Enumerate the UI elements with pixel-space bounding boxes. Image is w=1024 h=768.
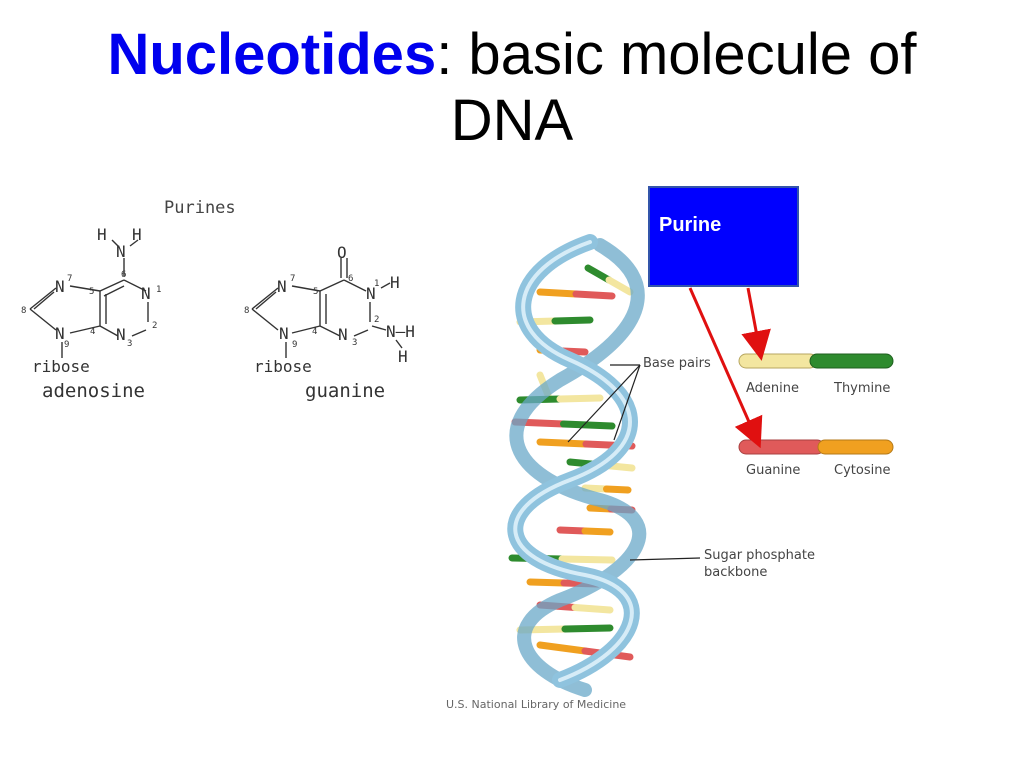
base-pair-rung (536, 641, 589, 655)
base-pair-rung (584, 264, 613, 284)
helix-strand-front-highlight (513, 240, 634, 682)
base-pair-rung (556, 394, 604, 403)
arrow-to-adenine (741, 287, 771, 361)
position-number: 4 (90, 327, 95, 337)
base-pair-rung (603, 485, 632, 494)
position-number: 9 (64, 340, 69, 350)
position-number: 7 (67, 274, 72, 284)
position-number: 1 (374, 279, 379, 289)
adenosine-atoms: H H N N N N N 6 7 5 1 8 4 2 3 9 ribose (21, 225, 161, 376)
dna-helix-illustration (507, 234, 894, 697)
cytosine-label: Cytosine (834, 463, 891, 478)
image-credit: U.S. National Library of Medicine (446, 698, 627, 711)
atom-n: N (366, 284, 376, 303)
base-pair-rung (556, 526, 589, 535)
atom-n: N (116, 325, 126, 344)
atom-n: N (55, 277, 65, 296)
position-number: 6 (121, 270, 126, 280)
guanine-caption: guanine (305, 380, 386, 402)
base-pair-rung (536, 438, 590, 448)
title-rest: : basic molecule of (436, 22, 917, 87)
arrow-to-guanine (688, 287, 763, 449)
atom-h: H (132, 225, 142, 244)
adenosine-caption: adenosine (42, 380, 145, 402)
thymine-bar (809, 353, 894, 369)
title-keyword: Nucleotides (107, 22, 437, 87)
position-number: 8 (244, 306, 249, 316)
title-line-2: DNA (450, 88, 574, 153)
base-pair-rung (572, 290, 616, 300)
atom-n: N (116, 242, 126, 261)
position-number: 7 (290, 274, 295, 284)
purine-callout-label: Purine (659, 214, 722, 236)
guanine-bonds (251, 258, 403, 358)
base-pair-rung (560, 420, 616, 430)
atom-h: H (97, 225, 107, 244)
guanine-atoms: O N N H N N N–H H 6 7 5 1 8 2 4 3 9 ribo… (244, 243, 415, 376)
base-pair-rung (571, 604, 614, 614)
adenine-bar (738, 353, 818, 369)
position-number: 5 (313, 287, 318, 297)
base-pair-rung (526, 578, 568, 587)
slide-title: Nucleotides: basic molecule of DNA (0, 22, 1024, 154)
sugar-label: ribose (32, 357, 90, 376)
legend-guanine-cytosine (738, 439, 894, 455)
position-number: 4 (312, 327, 317, 337)
atom-n: N (277, 277, 287, 296)
base-pair-rung (561, 624, 614, 633)
base-pair-rung (558, 555, 616, 564)
atom-n: N (279, 324, 289, 343)
atom-n: N (55, 324, 65, 343)
position-number: 8 (21, 306, 26, 316)
position-number: 5 (89, 287, 94, 297)
base-pair-rung (581, 484, 610, 493)
purine-structures: H H N N N N N 6 7 5 1 8 4 2 3 9 ribose (21, 225, 415, 376)
position-number: 2 (374, 315, 379, 325)
atom-h: H (398, 347, 408, 366)
adenosine-bonds (29, 239, 149, 358)
atom-n: N (338, 325, 348, 344)
purine-callout-box: Purine (648, 186, 799, 287)
backbone-label: backbone (704, 565, 768, 580)
base-pair-rung (551, 316, 594, 325)
title-line-1: Nucleotides: basic molecule of (0, 22, 1024, 88)
atom-n: N–H (386, 322, 415, 341)
base-pair-rung (605, 276, 634, 296)
atom-h: H (390, 273, 400, 292)
purines-heading: Purines (164, 198, 236, 218)
position-number: 9 (292, 340, 297, 350)
atom-o: O (337, 243, 347, 262)
sugar-label: ribose (254, 357, 312, 376)
thymine-label: Thymine (834, 381, 891, 396)
backbone-pointer (629, 557, 701, 561)
base-pairs-pointer (567, 364, 641, 443)
position-number: 2 (152, 321, 157, 331)
adenine-label: Adenine (746, 381, 800, 396)
legend-adenine-thymine (738, 353, 894, 369)
cytosine-bar (817, 439, 894, 455)
sugar-phosphate-label: Sugar phosphate (704, 548, 815, 563)
position-number: 6 (348, 274, 353, 284)
helix-strand-back (509, 238, 647, 697)
position-number: 3 (352, 338, 357, 348)
base-pair-rung (581, 527, 614, 536)
position-number: 3 (127, 339, 132, 349)
position-number: 1 (156, 285, 161, 295)
guanine-bar (738, 439, 825, 455)
atom-n: N (141, 284, 151, 303)
base-pair-rung (536, 288, 580, 298)
guanine-label: Guanine (746, 463, 801, 478)
base-pairs-label: Base pairs (643, 356, 711, 371)
